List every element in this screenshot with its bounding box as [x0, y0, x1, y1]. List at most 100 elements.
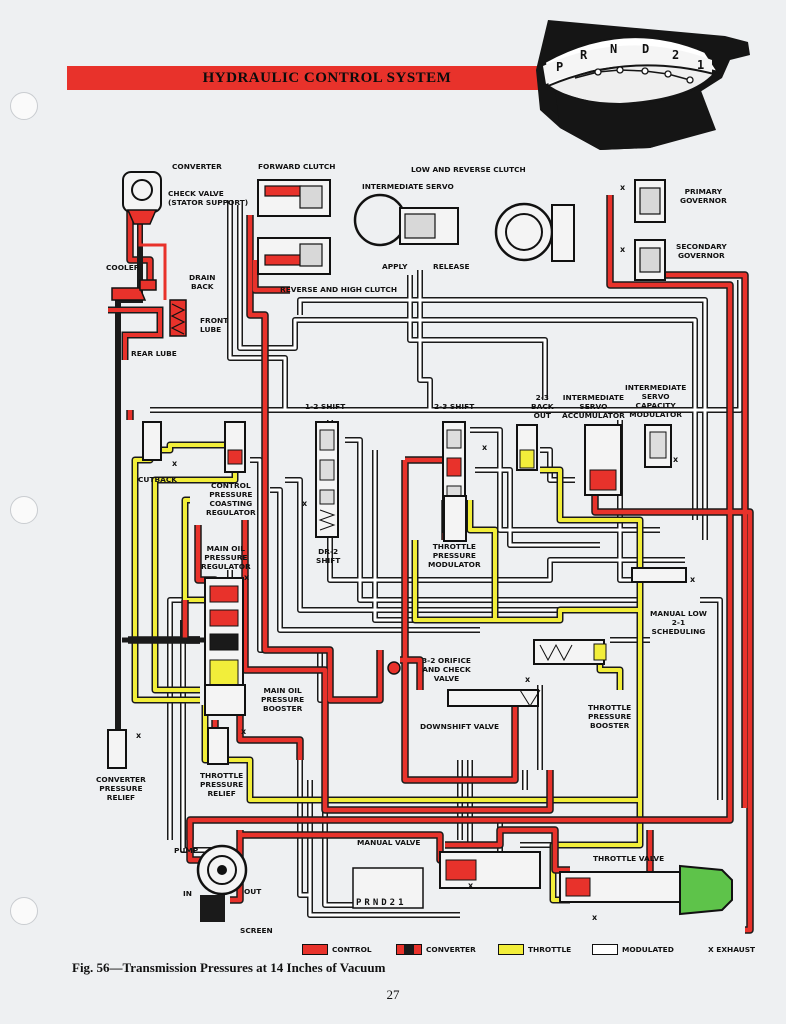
svg-text:x: x — [620, 245, 626, 254]
label-primary-governor: PRIMARY GOVERNOR — [680, 187, 727, 205]
page-number: 27 — [386, 987, 400, 1002]
manual-valve-icon — [352, 851, 541, 909]
label-drain-back: DRAIN BACK — [189, 273, 216, 291]
coasting-regulator-icon — [224, 421, 246, 473]
label-apply: APPLY — [382, 262, 408, 271]
label-cutback: CUTBACK — [138, 475, 177, 484]
legend-modulated: MODULATED — [592, 943, 674, 955]
header-banner: HYDRAULIC CONTROL SYSTEM — [67, 66, 545, 90]
selector-badge-icon — [536, 20, 750, 150]
primary-governor-icon — [634, 179, 666, 223]
label-backout-23: 2-3 BACK OUT — [531, 393, 554, 420]
legend-control: CONTROL — [302, 943, 372, 955]
converter-relief-valve-icon — [107, 729, 127, 769]
label-converter-pressure-relief: CONVERTER PRESSURE RELIEF — [96, 775, 146, 802]
binder-hole-top — [10, 92, 38, 120]
label-main-pressure-regulator: MAIN OIL PRESSURE REGULATOR — [201, 544, 251, 571]
cutback-valve-icon — [142, 421, 162, 461]
label-int-servo-capacity-modulator: INTERMEDIATE SERVO CAPACITY MODULATOR — [625, 383, 687, 419]
intermediate-servo-icon — [353, 193, 459, 247]
legend-exhaust: X EXHAUST — [708, 943, 755, 955]
secondary-governor-icon — [634, 239, 666, 281]
svg-text:x: x — [241, 727, 247, 736]
label-pump: PUMP — [174, 846, 199, 855]
label-orifice-check-valve: 3-2 ORIFICE AND CHECK VALVE — [422, 656, 471, 683]
throttle-modulator-icon — [443, 495, 467, 542]
svg-text:x: x — [525, 675, 531, 684]
drain-back-valve-icon — [169, 299, 187, 337]
label-intermediate-servo: INTERMEDIATE SERVO — [362, 182, 454, 191]
label-pump-out: OUT — [244, 887, 262, 896]
svg-text:x: x — [468, 881, 474, 890]
label-int-servo-accumulator: INTERMEDIATE SERVO ACCUMULATOR — [562, 393, 625, 420]
label-screen: SCREEN — [240, 926, 273, 935]
label-throttle-modulator: THROTTLE PRESSURE MODULATOR — [428, 542, 481, 569]
low-reverse-clutch-icon — [494, 202, 575, 262]
exhaust-markers: x x x x x x x x x x x x x — [136, 183, 696, 922]
label-check-valve: CHECK VALVE (STATOR SUPPORT) — [168, 189, 249, 207]
label-dr2-shift: DR-2 SHIFT — [316, 547, 341, 565]
screen-icon — [200, 895, 225, 922]
label-shift-12: 1-2 SHIFT — [305, 402, 346, 411]
main-pressure-booster-icon — [204, 684, 246, 716]
label-shift-23: 2-3 SHIFT — [434, 402, 475, 411]
svg-text:x: x — [244, 573, 250, 582]
label-throttle-valve: THROTTLE VALVE — [593, 854, 665, 863]
label-converter: CONVERTER — [172, 162, 222, 171]
svg-text:x: x — [482, 443, 488, 452]
cooler-icon — [111, 279, 157, 301]
label-coasting-regulator: CONTROL PRESSURE COASTING REGULATOR — [206, 481, 256, 517]
label-reverse-high-clutch: REVERSE AND HIGH CLUTCH — [280, 285, 398, 294]
badge-letter-1: 1 — [697, 58, 708, 72]
capacity-modulator-icon — [644, 424, 672, 468]
pump-icon — [196, 844, 248, 896]
legend-converter: CONVERTER — [396, 943, 476, 955]
throttle-relief-valve-icon — [207, 727, 229, 765]
legend-label-modulated: MODULATED — [622, 944, 674, 954]
svg-text:x: x — [172, 459, 178, 468]
forward-clutch-icon — [257, 179, 331, 217]
legend-throttle: THROTTLE — [498, 943, 571, 955]
label-low-reverse-clutch: LOW AND REVERSE CLUTCH — [411, 165, 526, 174]
reverse-high-clutch-icon — [257, 237, 331, 275]
legend-label-converter: CONVERTER — [426, 944, 476, 954]
label-release: RELEASE — [433, 262, 470, 271]
page-title: HYDRAULIC CONTROL SYSTEM — [202, 70, 452, 86]
legend-label-throttle: THROTTLE — [528, 944, 572, 954]
throttle-pressure-booster-icon — [533, 639, 607, 665]
badge-letter-n: N — [610, 42, 621, 56]
intermediate-servo-accumulator-icon — [584, 424, 622, 496]
badge-letter-2: 2 — [672, 48, 683, 62]
label-throttle-pressure-relief: THROTTLE PRESSURE RELIEF — [200, 771, 244, 798]
label-front-lube: FRONT LUBE — [200, 316, 229, 334]
label-cooler: COOLER — [106, 263, 140, 272]
legend-label-exhaust: X EXHAUST — [708, 944, 756, 954]
label-rear-lube: REAR LUBE — [131, 349, 177, 358]
svg-text:x: x — [620, 183, 626, 192]
legend-swatch-modulated — [592, 943, 618, 955]
binder-hole-bottom — [10, 897, 38, 925]
label-throttle-pressure-booster: THROTTLE PRESSURE BOOSTER — [588, 703, 632, 730]
downshift-valve-icon — [447, 689, 541, 707]
orifice-check-valve-icon — [387, 661, 401, 675]
label-manual-valve: MANUAL VALVE — [357, 838, 421, 847]
svg-text:x: x — [136, 731, 142, 740]
label-main-pressure-booster: MAIN OIL PRESSURE BOOSTER — [261, 686, 305, 713]
backout-valve-icon — [516, 424, 538, 471]
label-downshift-valve: DOWNSHIFT VALVE — [420, 722, 500, 731]
shift-valve-12-icon — [315, 421, 339, 538]
badge-letter-d: D — [642, 42, 653, 56]
converter-icon — [122, 171, 162, 225]
label-pump-in: IN — [183, 889, 192, 898]
svg-text:x: x — [302, 499, 308, 508]
legend-swatch-throttle — [498, 943, 524, 955]
label-manual-low-scheduling: MANUAL LOW 2-1 SCHEDULING — [650, 609, 707, 636]
legend-swatch-control — [302, 943, 328, 955]
badge-letter-r: R — [580, 48, 591, 62]
manual-valve-positions: PRND21 — [356, 898, 407, 908]
label-forward-clutch: FORWARD CLUTCH — [258, 162, 336, 171]
legend-label-control: CONTROL — [332, 944, 372, 954]
label-secondary-governor: SECONDARY GOVERNOR — [676, 242, 727, 260]
manual-low-scheduling-icon — [631, 567, 687, 583]
